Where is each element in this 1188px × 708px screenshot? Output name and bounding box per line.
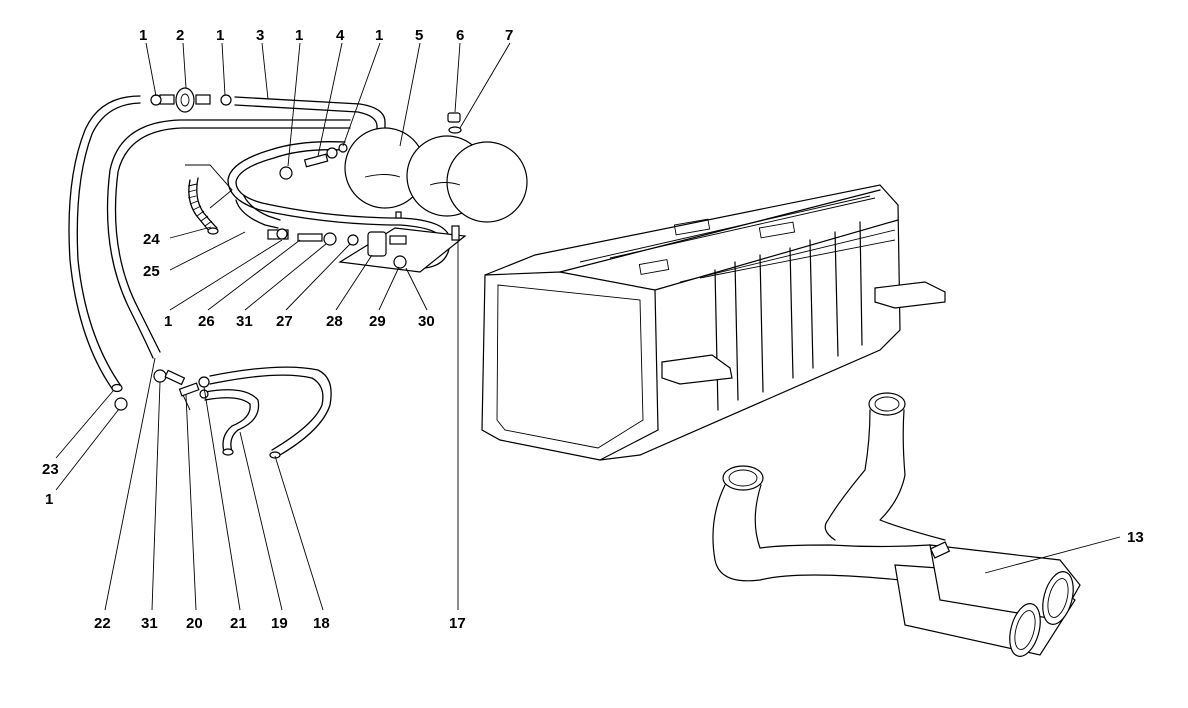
part-31-lower-union bbox=[153, 369, 186, 386]
hose-3 bbox=[234, 96, 386, 131]
callout-13: 13 bbox=[1127, 529, 1144, 546]
callout-25: 25 bbox=[143, 263, 160, 280]
callout-1-top-b: 1 bbox=[216, 27, 224, 44]
callout-1-lower: 1 bbox=[45, 491, 53, 508]
callout-24: 24 bbox=[143, 231, 160, 248]
callout-30: 30 bbox=[418, 313, 435, 330]
callout-4: 4 bbox=[336, 27, 345, 44]
callout-1-top-d: 1 bbox=[375, 27, 383, 44]
callouts: 1 2 1 3 1 4 1 5 6 7 24 25 1 26 31 27 28 … bbox=[42, 27, 1144, 632]
part-13-exhaust bbox=[712, 392, 1081, 657]
clamp-1-top-right bbox=[220, 94, 232, 106]
callout-18: 18 bbox=[313, 615, 330, 632]
callout-2: 2 bbox=[176, 27, 184, 44]
clamp-1-lower bbox=[114, 397, 128, 411]
part-31-union bbox=[297, 233, 323, 242]
callout-17: 17 bbox=[449, 615, 466, 632]
part-26-connector bbox=[267, 228, 289, 240]
leader-lines bbox=[55, 42, 1121, 611]
callout-26: 26 bbox=[198, 313, 215, 330]
callout-22: 22 bbox=[94, 615, 111, 632]
callout-6: 6 bbox=[456, 27, 464, 44]
callout-5: 5 bbox=[415, 27, 423, 44]
callout-21: 21 bbox=[230, 615, 247, 632]
part-6-nut bbox=[447, 112, 461, 123]
callout-23: 23 bbox=[42, 461, 59, 478]
callout-3: 3 bbox=[256, 27, 264, 44]
hose-23 bbox=[68, 95, 141, 393]
callout-28: 28 bbox=[326, 313, 343, 330]
hose-19 bbox=[204, 389, 260, 456]
hose-18 bbox=[209, 366, 332, 459]
callout-31-lower: 31 bbox=[141, 615, 158, 632]
callout-31-mid: 31 bbox=[236, 313, 253, 330]
callout-29: 29 bbox=[369, 313, 386, 330]
callout-1-top-c: 1 bbox=[295, 27, 303, 44]
part-20-tee bbox=[178, 382, 200, 411]
part-28-valve-bracket bbox=[338, 211, 467, 273]
callout-1-mid: 1 bbox=[164, 313, 172, 330]
hose-24 bbox=[185, 164, 233, 235]
part-2-filter bbox=[159, 87, 211, 113]
callout-20: 20 bbox=[186, 615, 203, 632]
fuel-tank bbox=[481, 184, 946, 461]
hose-22 bbox=[106, 119, 351, 359]
part-27-clamp bbox=[323, 232, 337, 246]
callout-19: 19 bbox=[271, 615, 288, 632]
part-4-fitting bbox=[279, 143, 348, 180]
callout-27: 27 bbox=[276, 313, 293, 330]
part-7-washer bbox=[448, 126, 462, 134]
clamp-1-top-left bbox=[150, 94, 162, 106]
callout-7: 7 bbox=[505, 27, 513, 44]
callout-1-top-a: 1 bbox=[139, 27, 147, 44]
part-5-canisters bbox=[344, 127, 528, 223]
